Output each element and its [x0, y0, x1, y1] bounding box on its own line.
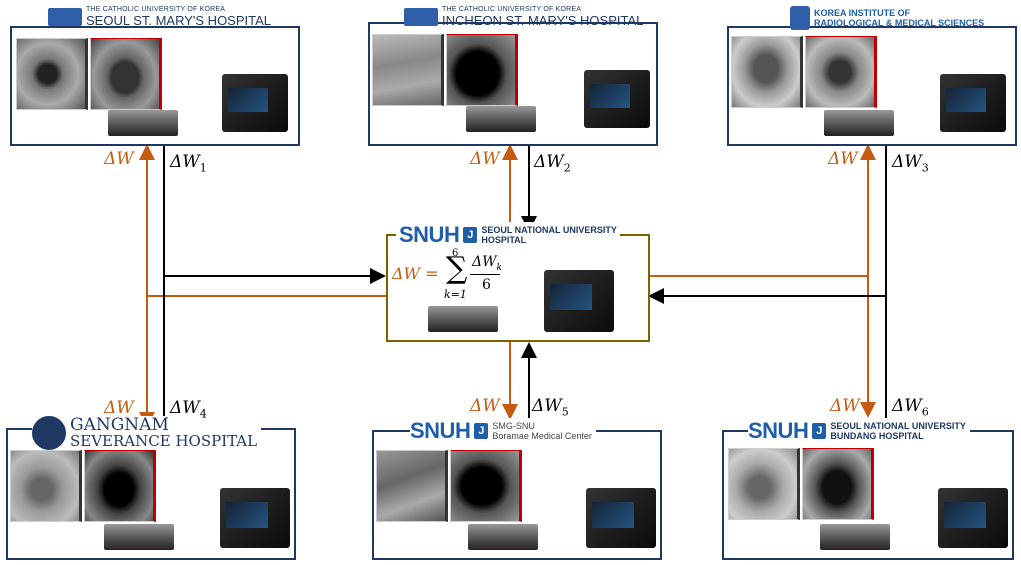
- gpu-server-icon: [938, 488, 1008, 548]
- label-aggregate: ΔW: [104, 149, 134, 169]
- label-local-update: ΔW2: [534, 152, 571, 174]
- frac-line: [470, 274, 500, 275]
- mini-pc-icon: [108, 110, 178, 136]
- logo-line1: GANGNAM: [70, 415, 169, 435]
- sum-lower: k=1: [444, 288, 467, 301]
- left-links: [139, 144, 386, 428]
- gpu-server-icon: [940, 74, 1006, 132]
- label-local-text: ΔW: [532, 396, 562, 416]
- label-local-update: ΔW1: [170, 152, 207, 174]
- label-local-text: ΔW: [170, 152, 200, 172]
- frac-num-text: ΔW: [472, 254, 497, 270]
- ultrasound-image-annotated: [90, 38, 162, 110]
- frac-numerator: ΔWk: [472, 254, 502, 273]
- logo-line1: SMG-SNU: [492, 421, 535, 431]
- logo-sub: THE CATHOLIC UNIVERSITY OF KOREA: [442, 6, 582, 13]
- logo-line2: SEVERANCE HOSPITAL: [70, 432, 258, 450]
- hospital-logo-icon: [404, 8, 438, 26]
- logo-line2: BUNDANG HOSPITAL: [830, 431, 924, 441]
- label-local-index: 2: [563, 161, 571, 175]
- hospital-logo-icon: [48, 8, 82, 26]
- logo-boramae: SNUH J SMG-SNU Boramae Medical Center: [410, 418, 596, 444]
- logo-incheon: THE CATHOLIC UNIVERSITY OF KOREA INCHEON…: [404, 6, 643, 28]
- gpu-server-icon: [584, 70, 650, 128]
- snuh-wordmark: SNUH: [399, 222, 460, 247]
- logo-line2: RADIOLOGICAL & MEDICAL SCIENCES: [814, 18, 985, 28]
- label-local-index: 3: [921, 161, 929, 175]
- sum-upper: 6: [452, 248, 459, 259]
- center-links: [502, 144, 537, 420]
- university-seal-icon: [32, 416, 66, 450]
- label-local-text: ΔW: [892, 152, 922, 172]
- label-local-index: 1: [199, 161, 207, 175]
- logo-kirams: KOREA INSTITUTE OF RADIOLOGICAL & MEDICA…: [790, 6, 984, 30]
- ultrasound-image: [372, 34, 444, 106]
- logo-line2: HOSPITAL: [481, 235, 527, 245]
- snuh-wordmark: SNUH: [748, 418, 809, 443]
- ultrasound-image-annotated: [446, 34, 518, 106]
- gpu-server-icon: [586, 488, 656, 548]
- snuh-emblem-icon: J: [463, 227, 478, 243]
- institute-seal-icon: [790, 6, 810, 30]
- label-aggregate: ΔW: [104, 398, 134, 418]
- label-aggregate: ΔW: [828, 149, 858, 169]
- frac-num-sub: k: [496, 262, 502, 273]
- sum-symbol: ∑: [446, 251, 468, 286]
- ultrasound-image: [376, 450, 448, 522]
- ultrasound-image-annotated: [805, 36, 877, 108]
- ultrasound-image-annotated: [84, 450, 156, 522]
- label-local-update: ΔW4: [170, 398, 207, 420]
- mini-pc-icon: [820, 524, 890, 550]
- logo-seoul: THE CATHOLIC UNIVERSITY OF KOREA SEOUL S…: [48, 6, 271, 28]
- mini-pc-icon: [824, 110, 894, 136]
- logo-line2: Boramae Medical Center: [492, 431, 592, 441]
- logo-center: SNUH J SEOUL NATIONAL UNIVERSITY HOSPITA…: [396, 222, 620, 248]
- label-local-index: 6: [921, 405, 929, 419]
- label-local-update: ΔW5: [532, 396, 569, 418]
- gpu-server-icon: [544, 270, 614, 332]
- gpu-server-icon: [220, 488, 290, 548]
- label-local-update: ΔW6: [892, 396, 929, 418]
- logo-main: SEOUL ST. MARY'S HOSPITAL: [86, 13, 272, 28]
- ultrasound-image: [731, 36, 803, 108]
- logo-line1: SEOUL NATIONAL UNIVERSITY: [830, 421, 966, 431]
- label-local-update: ΔW3: [892, 152, 929, 174]
- snuh-wordmark: SNUH: [410, 418, 471, 443]
- mini-pc-icon: [468, 524, 538, 550]
- logo-bundang: SNUH J SEOUL NATIONAL UNIVERSITY BUNDANG…: [748, 418, 970, 444]
- logo-line1: KOREA INSTITUTE OF: [814, 8, 911, 18]
- label-aggregate: ΔW: [470, 149, 500, 169]
- formula-lhs: ΔW =: [392, 264, 439, 283]
- mini-pc-icon: [466, 106, 536, 132]
- label-aggregate: ΔW: [830, 396, 860, 416]
- logo-main: INCHEON ST. MARY'S HOSPITAL: [442, 13, 644, 28]
- mini-pc-icon: [104, 524, 174, 550]
- snuh-emblem-icon: J: [812, 423, 827, 439]
- logo-sub: THE CATHOLIC UNIVERSITY OF KOREA: [86, 6, 226, 13]
- label-local-text: ΔW: [892, 396, 922, 416]
- ultrasound-image-annotated: [802, 448, 874, 520]
- label-local-index: 5: [561, 405, 569, 419]
- ultrasound-image: [16, 38, 88, 110]
- aggregation-formula: ΔW = 6 ∑ k=1 ΔWk 6: [392, 248, 512, 304]
- label-local-text: ΔW: [170, 398, 200, 418]
- ultrasound-image: [728, 448, 800, 520]
- label-aggregate: ΔW: [470, 396, 500, 416]
- ultrasound-image: [10, 450, 82, 522]
- snuh-emblem-icon: J: [474, 423, 489, 439]
- frac-denominator: 6: [482, 277, 491, 293]
- ultrasound-image-annotated: [450, 450, 522, 522]
- mini-pc-icon: [428, 306, 498, 332]
- label-local-text: ΔW: [534, 152, 564, 172]
- label-local-index: 4: [199, 407, 207, 421]
- gpu-server-icon: [222, 74, 288, 132]
- right-links: [648, 144, 887, 418]
- logo-gangnam: GANGNAM SEVERANCE HOSPITAL: [32, 415, 262, 450]
- logo-line1: SEOUL NATIONAL UNIVERSITY: [481, 225, 617, 235]
